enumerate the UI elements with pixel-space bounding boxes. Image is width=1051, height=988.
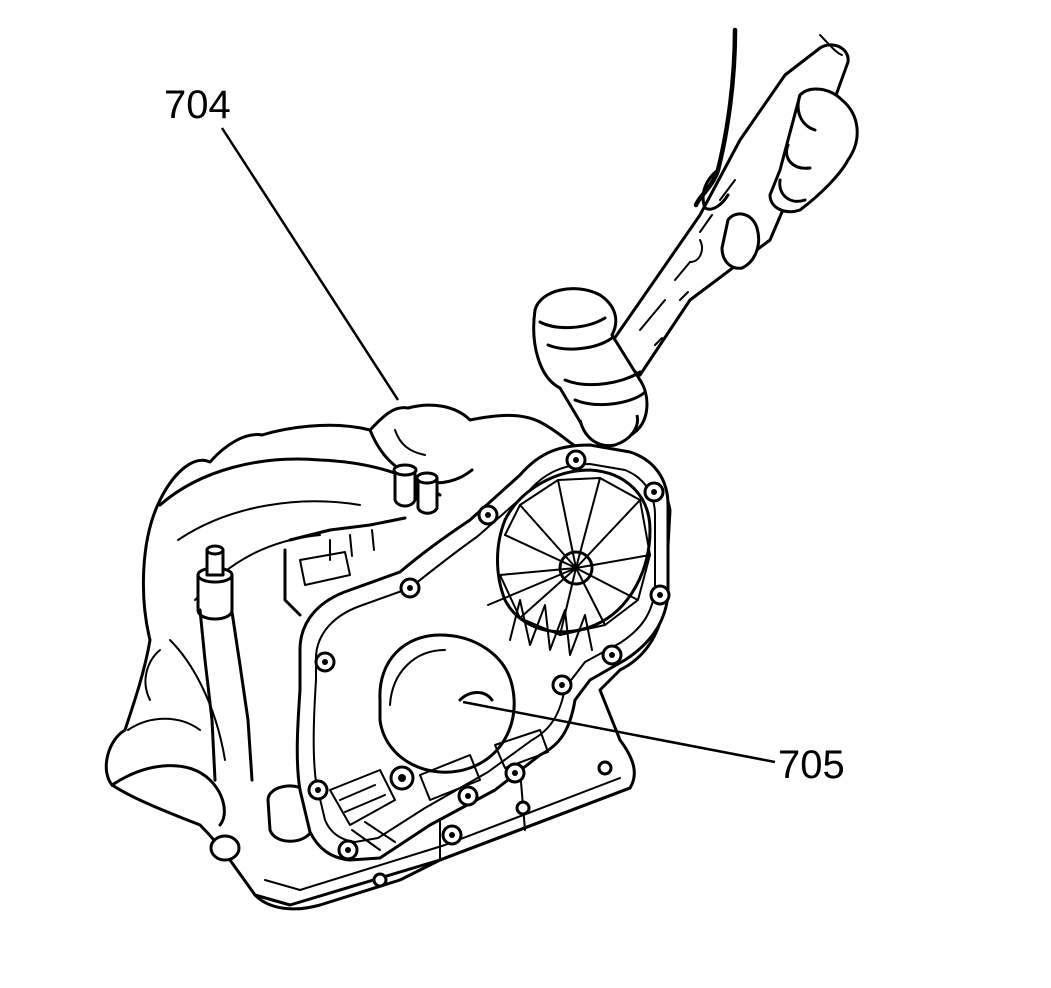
callout-label-704: 704 <box>164 83 231 127</box>
cover-bolts <box>307 449 671 888</box>
mallet <box>532 43 850 448</box>
leader-line-705 <box>462 700 776 764</box>
side-cover <box>295 443 671 888</box>
callout-label-705: 705 <box>778 743 845 787</box>
radial-ribs <box>487 477 651 636</box>
hand <box>693 27 859 270</box>
callout-704: 704 <box>164 83 400 401</box>
callout-705: 705 <box>462 700 845 787</box>
leader-line-704 <box>220 127 400 401</box>
